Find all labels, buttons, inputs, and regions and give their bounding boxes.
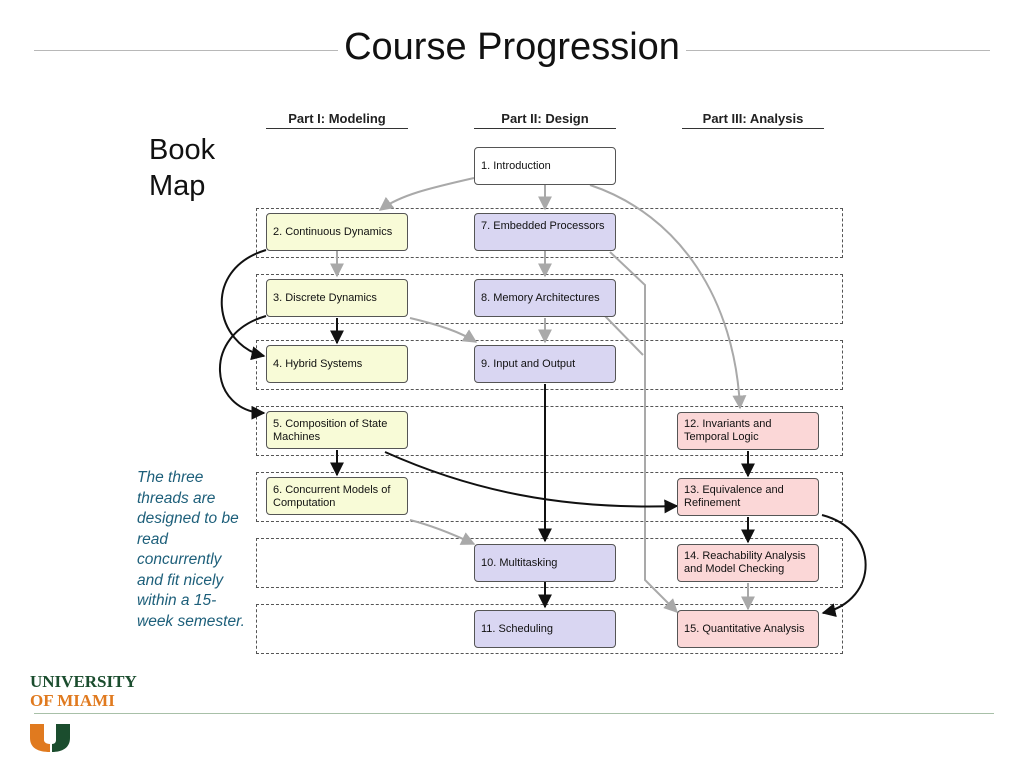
row-band	[256, 406, 843, 456]
arrow-6-to-10	[409, 519, 476, 545]
threads-note: The three threads are designed to be rea…	[137, 469, 245, 630]
footer-rule	[34, 713, 994, 714]
slide-title: Course Progression	[0, 26, 1024, 69]
arrow-1-to-12	[589, 184, 747, 410]
node-introduction: 1. Introduction	[474, 147, 616, 185]
arrow-7-to-15	[609, 251, 678, 613]
node-reachability-model-checking: 14. Reachability Analysis and Model Chec…	[677, 544, 819, 582]
row-band	[256, 472, 843, 522]
node-discrete-dynamics: 3. Discrete Dynamics	[266, 279, 408, 317]
arrow-5-to-13	[384, 451, 679, 514]
book-map-label: Book Map	[149, 134, 216, 202]
node-memory-architectures: 8. Memory Architectures	[474, 279, 616, 317]
node-continuous-dynamics: 2. Continuous Dynamics	[266, 213, 408, 251]
column-header-part3: Part III: Analysis	[682, 111, 824, 129]
slide-title-text: Course Progression	[338, 26, 686, 68]
node-invariants-temporal-logic: 12. Invariants and Temporal Logic	[677, 412, 819, 450]
node-scheduling: 11. Scheduling	[474, 610, 616, 648]
column-header-part1: Part I: Modeling	[266, 111, 408, 129]
node-concurrent-models: 6. Concurrent Models of Computation	[266, 477, 408, 515]
wordmark-line2: OF MIAMI	[30, 691, 115, 710]
node-multitasking: 10. Multitasking	[474, 544, 616, 582]
arrow-1-to-2	[378, 177, 475, 211]
arrow-8-to-15	[604, 315, 644, 356]
node-hybrid-systems: 4. Hybrid Systems	[266, 345, 408, 383]
node-equivalence-refinement: 13. Equivalence and Refinement	[677, 478, 819, 516]
node-input-and-output: 9. Input and Output	[474, 345, 616, 383]
node-composition-of-state-machines: 5. Composition of State Machines	[266, 411, 408, 449]
arrow-13-to-15	[821, 514, 867, 618]
arrow-3-to-9	[409, 317, 478, 343]
column-header-part2: Part II: Design	[474, 111, 616, 129]
split-u-logo-icon	[30, 724, 70, 752]
wordmark-line1: UNIVERSITY	[30, 672, 137, 691]
university-wordmark: UNIVERSITY OF MIAMI	[30, 672, 137, 710]
node-embedded-processors: 7. Embedded Processors	[474, 213, 616, 251]
node-quantitative-analysis: 15. Quantitative Analysis	[677, 610, 819, 648]
arrow-3-to-5	[219, 315, 267, 420]
arrow-2-to-4	[220, 249, 267, 361]
